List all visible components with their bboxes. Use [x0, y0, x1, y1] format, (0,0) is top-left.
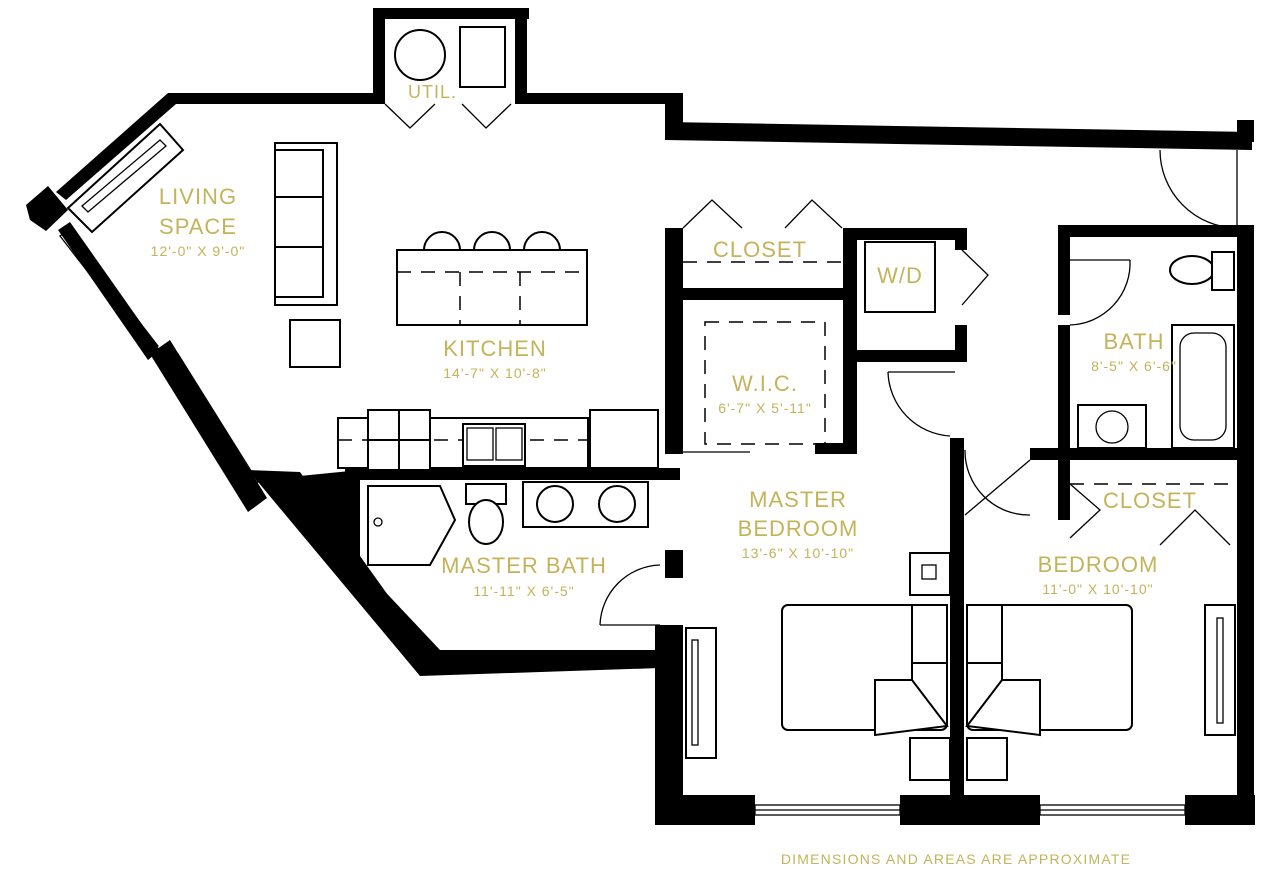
wic-label: W.I.C.: [732, 371, 798, 396]
master-bath-dims: 11'-11" X 6'-5": [473, 583, 574, 599]
toilet-icon: [465, 483, 507, 545]
shower: [367, 485, 457, 566]
bath-dims: 8'-5" X 6'-6": [1091, 358, 1177, 374]
wd-label: W/D: [877, 263, 923, 288]
living-label-line2: SPACE: [159, 214, 237, 239]
bath-fixtures: [1077, 251, 1235, 449]
windows: [59, 136, 1237, 816]
master-bedroom-label-line1: MASTER: [749, 487, 847, 512]
master-bedroom-dims: 13'-6" X 10'-10": [742, 545, 854, 561]
wic-dims: 6'-7" X 5'-11": [718, 400, 812, 416]
interior-walls: [345, 225, 1254, 825]
water-heater-icon: [394, 26, 506, 88]
nightstand-icon: [909, 552, 1008, 781]
bedroom-dims: 11'-0" X 10'-10": [1042, 581, 1153, 597]
sink-icon: [462, 423, 526, 467]
bath-label: BATH: [1103, 329, 1164, 354]
closet-bedroom-label: CLOSET: [1103, 488, 1197, 513]
kitchen-island: [396, 249, 588, 326]
dresser: [685, 604, 1236, 759]
room-labels: UTIL. LIVING SPACE 12'-0" X 9'-0" KITCHE…: [151, 82, 1197, 867]
living-label-line1: LIVING: [159, 184, 237, 209]
living-tv-console: [66, 122, 185, 234]
util-label: UTIL.: [408, 82, 457, 102]
bed-icon: [781, 604, 1133, 737]
master-bath-label: MASTER BATH: [441, 553, 607, 578]
kitchen-label: KITCHEN: [443, 336, 547, 361]
bar-stool-icon: [422, 231, 562, 251]
footer-note: DIMENSIONS AND AREAS ARE APPROXIMATE: [781, 851, 1131, 867]
door-swing-icon: [384, 103, 1238, 626]
bedroom-label: BEDROOM: [1038, 552, 1159, 577]
living-dims: 12'-0" X 9'-0": [151, 243, 246, 259]
sofa-icon: [274, 142, 341, 368]
washer-dryer-icon: [864, 241, 936, 313]
closet-rod: [683, 261, 1237, 485]
wic-shelving: [704, 321, 826, 445]
master-bath-vanity: [522, 481, 649, 528]
master-bedroom-label-line2: BEDROOM: [738, 516, 859, 541]
kitchen-dims: 14'-7" X 10'-8": [443, 365, 546, 381]
closet-master-label: CLOSET: [713, 237, 807, 262]
